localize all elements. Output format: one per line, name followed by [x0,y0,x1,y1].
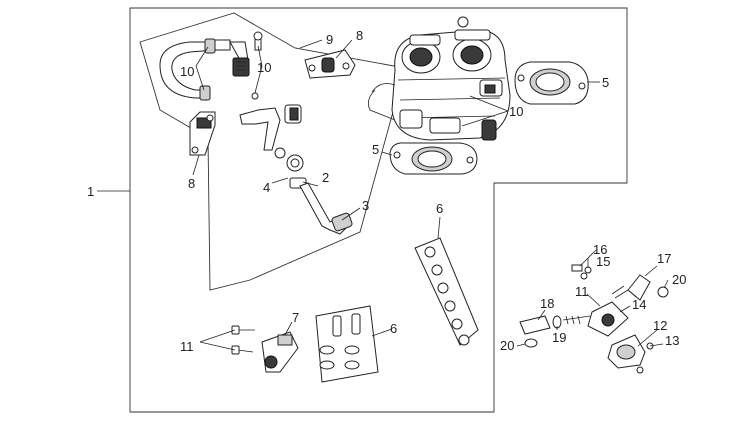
callout-20-left: 20 [500,338,514,353]
plate-6-vertical [414,237,479,346]
callout-10-throttle: 10 [509,104,523,119]
pipe-3 [299,182,353,235]
callout-5-lower: 5 [372,142,379,157]
callout-18: 18 [540,296,554,311]
flange-5-lower [389,142,478,175]
callout-8-left: 8 [188,176,195,191]
flange-5-right [514,61,589,105]
callout-6-vertical: 6 [436,201,443,216]
callout-10-hose: 10 [180,64,194,79]
throttle-body [367,16,511,141]
callout-17: 17 [657,251,671,266]
callout-14: 14 [632,297,646,312]
bracket-8-left [189,111,216,156]
callout-2: 2 [322,170,329,185]
callout-16: 16 [593,242,607,257]
callout-20-right: 20 [672,272,686,287]
callout-1: 1 [87,184,94,199]
callout-9: 9 [326,32,333,47]
subassembly-9-outline [139,12,406,291]
callout-11-valve: 11 [575,284,589,299]
bracket-8-top [304,49,356,79]
callout-13: 13 [665,333,679,348]
callout-11-screws: 11 [180,339,194,354]
callout-8-top: 8 [356,28,363,43]
screws-11-left [231,325,255,355]
callout-15: 15 [596,254,610,269]
elbow-fitting [239,104,307,189]
callout-10-fitting: 10 [257,60,271,75]
callout-labels: 1 2 3 4 5 5 6 6 7 8 8 9 10 10 10 11 11 1… [87,28,686,354]
leader-lines [97,39,669,351]
callout-6-lower: 6 [390,321,397,336]
callout-7: 7 [292,310,299,325]
callout-12: 12 [653,318,667,333]
hose-assembly [159,31,263,101]
plate-6-lower [315,305,379,383]
callout-19: 19 [552,330,566,345]
callout-4: 4 [263,180,270,195]
idle-valve-assembly [519,264,669,374]
callout-3: 3 [362,198,369,213]
callout-5-right: 5 [602,75,609,90]
assembly-frame [129,7,628,413]
sensor-7 [261,331,299,373]
